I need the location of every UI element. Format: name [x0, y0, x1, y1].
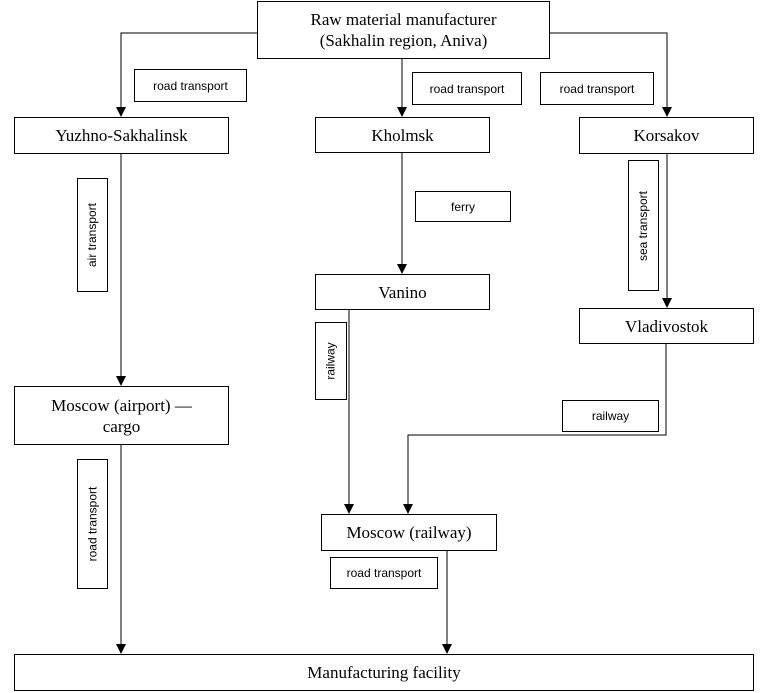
label-road-transport-railway: road transport [330, 557, 438, 589]
label-railway-vanino: railway [315, 322, 347, 400]
road-transport-kholmsk-text: road transport [429, 81, 505, 96]
vanino-label: Vanino [378, 282, 427, 302]
node-kholmsk: Kholmsk [315, 117, 490, 153]
road-transport-railway-text: road transport [346, 566, 422, 580]
node-vanino: Vanino [315, 274, 490, 310]
label-ferry: ferry [415, 191, 511, 222]
node-korsakov: Korsakov [579, 117, 754, 154]
label-road-transport-airport: road transport [77, 459, 108, 589]
facility-label: Manufacturing facility [307, 663, 461, 682]
ferry-text: ferry [451, 199, 475, 214]
yuzhno-label: Yuzhno-Sakhalinsk [55, 126, 188, 145]
label-air-transport: air transport [77, 178, 108, 292]
label-sea-transport: sea transport [628, 160, 659, 291]
label-railway-vladivostok: railway [562, 400, 659, 432]
node-manufacturing-facility: Manufacturing facility [14, 654, 754, 691]
korsakov-label: Korsakov [633, 126, 700, 145]
node-vladivostok: Vladivostok [579, 308, 754, 344]
label-road-transport-yuzhno: road transport [134, 69, 247, 102]
vladivostok-label: Vladivostok [624, 316, 709, 336]
node-yuzhno-sakhalinsk: Yuzhno-Sakhalinsk [14, 117, 229, 154]
road-transport-yuzhno-text: road transport [153, 78, 228, 93]
moscow-airport-line1: Moscow (airport) — [51, 395, 192, 415]
road-transport-korsakov-text: road transport [559, 81, 635, 96]
label-road-transport-korsakov: road transport [540, 72, 654, 105]
node-raw-material-manufacturer: Raw material manufacturer (Sakhalin regi… [257, 1, 550, 59]
manufacturer-line1: Raw material manufacturer [310, 10, 497, 29]
moscow-airport-line2: cargo [102, 416, 141, 436]
railway-vladivostok-text: railway [591, 409, 630, 423]
node-moscow-railway: Moscow (railway) [321, 514, 497, 551]
road-transport-airport-text: road transport [85, 486, 100, 562]
air-transport-text: air transport [85, 202, 100, 268]
label-road-transport-kholmsk: road transport [412, 72, 522, 105]
arrow-vladivostok-to-moscow-railway [403, 343, 667, 514]
sea-transport-text: sea transport [636, 190, 651, 261]
arrow-manufacturer-to-korsakov [549, 32, 672, 117]
arrow-manufacturer-to-yuzhno [116, 32, 257, 117]
moscow-railway-label: Moscow (railway) [346, 523, 472, 542]
kholmsk-label: Kholmsk [371, 125, 434, 145]
manufacturer-line2: (Sakhalin region, Aniva) [319, 31, 488, 50]
node-moscow-airport-cargo: Moscow (airport) — cargo [14, 386, 229, 445]
railway-vanino-text: railway [324, 342, 338, 380]
